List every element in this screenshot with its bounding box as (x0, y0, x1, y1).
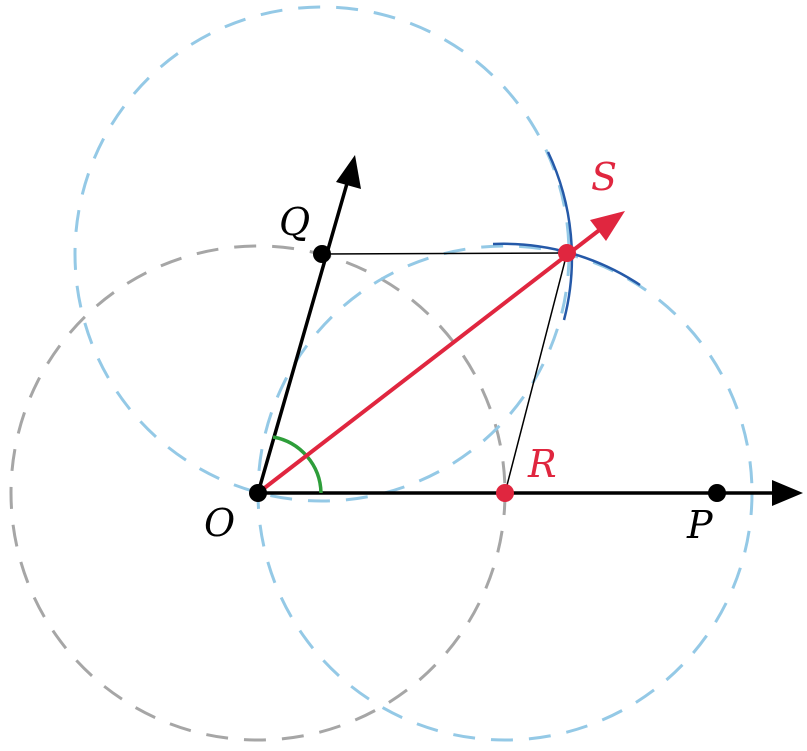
ray-OQ-arrowhead (336, 155, 361, 189)
point-S (558, 244, 576, 262)
label-S: S (591, 155, 617, 199)
ray-OP-arrowhead (772, 480, 803, 506)
bisector-arrowhead (590, 211, 625, 241)
arc-from-R (546, 151, 574, 321)
point-Q (313, 245, 331, 263)
segment-Q-S (321, 252, 568, 255)
ray-OQ (256, 179, 350, 494)
label-P: P (686, 503, 714, 547)
segment-R-S (504, 252, 568, 494)
label-O: O (204, 501, 235, 545)
point-R (496, 484, 514, 502)
point-P (708, 484, 726, 502)
label-Q: Q (279, 200, 310, 244)
label-R: R (527, 442, 557, 486)
bisector-ray-OS (256, 226, 604, 495)
point-O (249, 484, 267, 502)
